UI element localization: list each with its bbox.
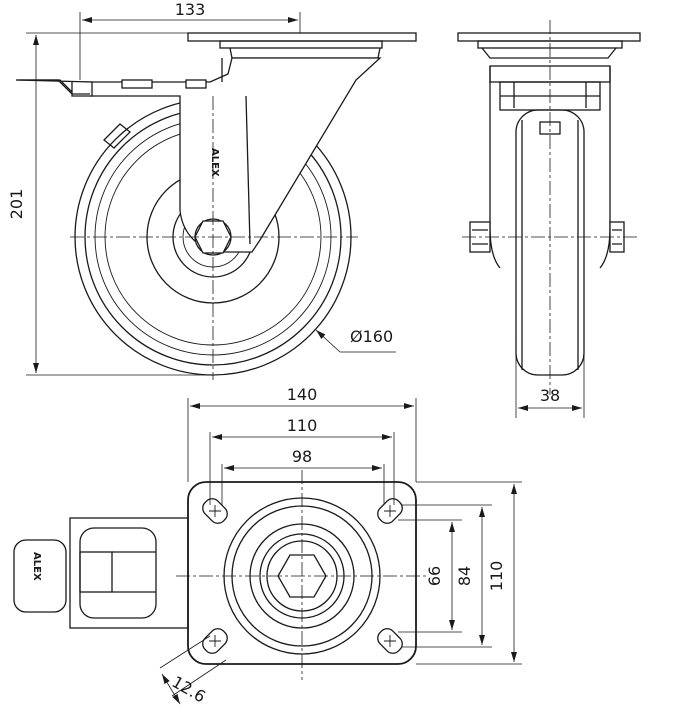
dim-slot-width: 12.6 [169, 672, 209, 706]
fork [70, 57, 382, 253]
brake-pedal-icon-top [13, 539, 67, 613]
dim-wheel-width: 38 [540, 386, 560, 405]
dim-bolt-span-outer: 110 [287, 416, 318, 435]
front-view: 38 [457, 20, 641, 418]
dim-plate-height: 110 [487, 561, 506, 592]
side-view: ALEX 133 201 Ø160 [7, 0, 417, 380]
dim-plate-width: 140 [287, 385, 318, 404]
dim-bolt-span-inner: 98 [292, 447, 312, 466]
wheel-tread [515, 109, 585, 376]
brand-label-side: ALEX [209, 148, 220, 177]
dim-top-plate-offset: 133 [175, 0, 206, 19]
dim-bolt-span-vertical-outer: 84 [455, 566, 474, 586]
brand-label-pedal: ALEX [31, 552, 42, 581]
dim-overall-height: 201 [7, 189, 26, 220]
mount-slots [202, 498, 403, 654]
dim-bolt-span-vertical-inner: 66 [425, 566, 444, 586]
brake-pedal-icon [15, 79, 93, 97]
top-view: ALEX 140 110 98 [13, 385, 522, 706]
dim-wheel-diameter: Ø160 [350, 327, 393, 346]
